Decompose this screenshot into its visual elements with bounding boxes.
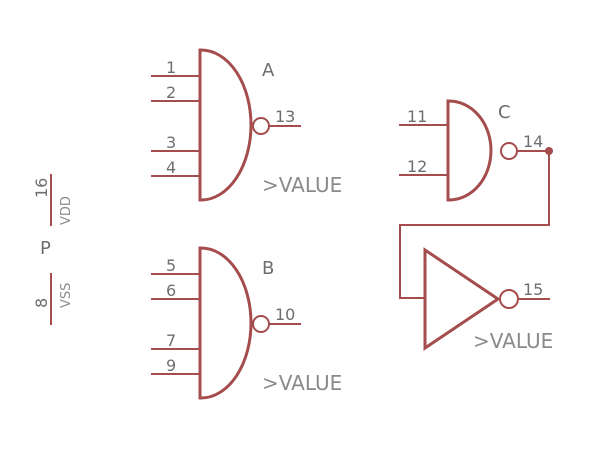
gate-b-value: >VALUE	[262, 371, 342, 395]
gate-a-pin-2: 2	[166, 83, 176, 102]
gate-c-name: C	[498, 102, 511, 123]
gate-a-pin-output: 13	[275, 107, 295, 126]
gate-c-inversion-bubble	[500, 142, 518, 160]
vss-label: VSS	[59, 283, 74, 308]
power-unit-name: P	[40, 238, 51, 259]
vss-pin-number: 8	[32, 298, 51, 308]
gate-c-pin-12: 12	[407, 157, 427, 176]
net-14[interactable]	[399, 147, 553, 299]
gate-b-inversion-bubble	[252, 315, 270, 333]
gate-b-pin-9: 9	[166, 356, 176, 375]
vdd-label: VDD	[59, 196, 74, 225]
vdd-pin-number: 16	[32, 178, 51, 198]
inverter[interactable]: 15 >VALUE	[423, 247, 553, 353]
gate-a[interactable]: 1 2 3 4 13 A >VALUE	[151, 48, 342, 202]
net-14-wire	[399, 150, 550, 299]
gate-a-inversion-bubble	[252, 117, 270, 135]
gate-a-pin-3: 3	[166, 133, 176, 152]
gate-c-pin-11: 11	[407, 107, 427, 126]
inverter-pin-output: 15	[523, 280, 543, 299]
inverter-value: >VALUE	[473, 329, 553, 353]
gate-c-pin-output: 14	[523, 132, 543, 151]
gate-c-body	[446, 99, 493, 202]
gate-a-body	[198, 48, 253, 202]
gate-a-pin-1: 1	[166, 58, 176, 77]
gate-c[interactable]: 11 12 14 C	[399, 99, 550, 202]
gate-a-name: A	[262, 60, 275, 81]
gate-b-body	[198, 246, 253, 400]
gate-b-pin-6: 6	[166, 281, 176, 300]
gate-a-value: >VALUE	[262, 173, 342, 197]
inverter-inversion-bubble	[499, 289, 519, 309]
gate-b-pin-output: 10	[275, 305, 295, 324]
gate-b-pin-5: 5	[166, 256, 176, 275]
power-unit[interactable]: 16 VDD 8 VSS P	[32, 174, 74, 325]
inverter-body	[423, 247, 501, 351]
gate-b-pin-7: 7	[166, 331, 176, 350]
gate-a-pin-4: 4	[166, 158, 176, 177]
gate-b[interactable]: 5 6 7 9 10 B >VALUE	[151, 246, 342, 400]
gate-b-name: B	[262, 258, 274, 279]
